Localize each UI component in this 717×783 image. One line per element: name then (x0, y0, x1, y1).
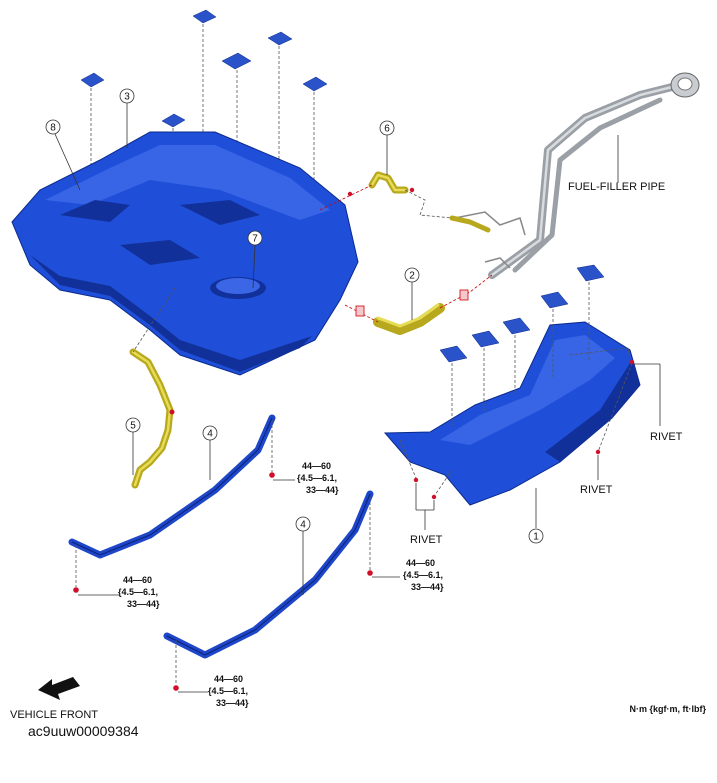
callout-4-lower: 4 (295, 516, 311, 532)
callout-number: 3 (124, 92, 130, 103)
insulator-pad (576, 264, 605, 282)
insulator-pad (302, 76, 328, 92)
callout-number: 1 (533, 532, 539, 543)
hose-2 (344, 274, 493, 335)
torque-spec-4: 44—60 {4.5—6.1, 33—44} (208, 674, 249, 708)
insulator-pad (192, 9, 217, 24)
callout-leaders (54, 103, 537, 595)
torque-line: {4.5—6.1, (403, 570, 443, 580)
fuel-tank (11, 131, 359, 376)
torque-line: 44—60 (214, 674, 243, 684)
label-rivet-right-lower: RIVET (580, 484, 613, 496)
callout-number: 5 (130, 421, 136, 432)
torque-line: 33—44} (216, 698, 249, 708)
callout-7: 7 (247, 230, 263, 246)
torque-line: 44—60 (406, 558, 435, 568)
callout-number: 7 (252, 234, 258, 245)
insulator-pad (439, 345, 468, 363)
insulator-pad (502, 317, 531, 335)
torque-line: 33—44} (411, 582, 444, 592)
callout-4-upper: 4 (202, 425, 218, 441)
torque-spec-3: 44—60 {4.5—6.1, 33—44} (403, 558, 444, 592)
callout-number: 4 (300, 520, 306, 531)
rivets (399, 347, 661, 530)
callout-number: 6 (384, 124, 390, 135)
callout-6: 6 (379, 120, 395, 136)
units-legend: N·m {kgf·m, ft·lbf} (630, 704, 707, 714)
vehicle-front-arrow-icon (38, 677, 80, 700)
insulator-pad (80, 72, 105, 88)
torque-line: 44—60 (302, 461, 331, 471)
hose-6 (319, 135, 491, 233)
callout-5: 5 (125, 417, 141, 433)
label-rivet-right-upper: RIVET (650, 431, 683, 443)
vehicle-front-indicator: VEHICLE FRONT (10, 677, 98, 721)
callout-3: 3 (119, 88, 135, 104)
callout-8: 8 (45, 119, 61, 135)
callout-2: 2 (404, 267, 420, 283)
label-vehicle-front: VEHICLE FRONT (10, 709, 98, 721)
callout-number: 4 (207, 429, 213, 440)
insulator-pad (161, 113, 186, 128)
label-rivet-bottom: RIVET (410, 534, 443, 546)
callout-1: 1 (528, 528, 544, 544)
insulator-pad (471, 330, 500, 348)
torque-line: 33—44} (306, 485, 339, 495)
heat-insulator (383, 321, 641, 506)
insulator-pad (267, 31, 293, 46)
torque-spec-2: 44—60 {4.5—6.1, 33—44} (118, 575, 160, 609)
torque-line: 33—44} (127, 599, 160, 609)
callout-number: 8 (50, 123, 56, 134)
torque-line: {4.5—6.1, (208, 686, 248, 696)
torque-spec-1: 44—60 {4.5—6.1, 33—44} (297, 461, 339, 495)
fuel-tank-band-lower (163, 490, 400, 693)
torque-line: {4.5—6.1, (118, 587, 158, 597)
heat-insulator-pads (439, 264, 605, 428)
figure-id-caption: ac9uuw00009384 (28, 723, 139, 739)
insulator-pad (540, 291, 569, 309)
callout-number: 2 (409, 271, 415, 282)
torque-line: {4.5—6.1, (297, 473, 337, 483)
torque-line: 44—60 (123, 575, 152, 585)
fuel-filler-pipe (454, 72, 700, 279)
insulator-pad (221, 52, 252, 70)
hose-5 (129, 287, 176, 489)
label-fuel-filler-pipe: FUEL-FILLER PIPE (568, 181, 665, 193)
fuel-tank-band-upper (68, 414, 295, 596)
